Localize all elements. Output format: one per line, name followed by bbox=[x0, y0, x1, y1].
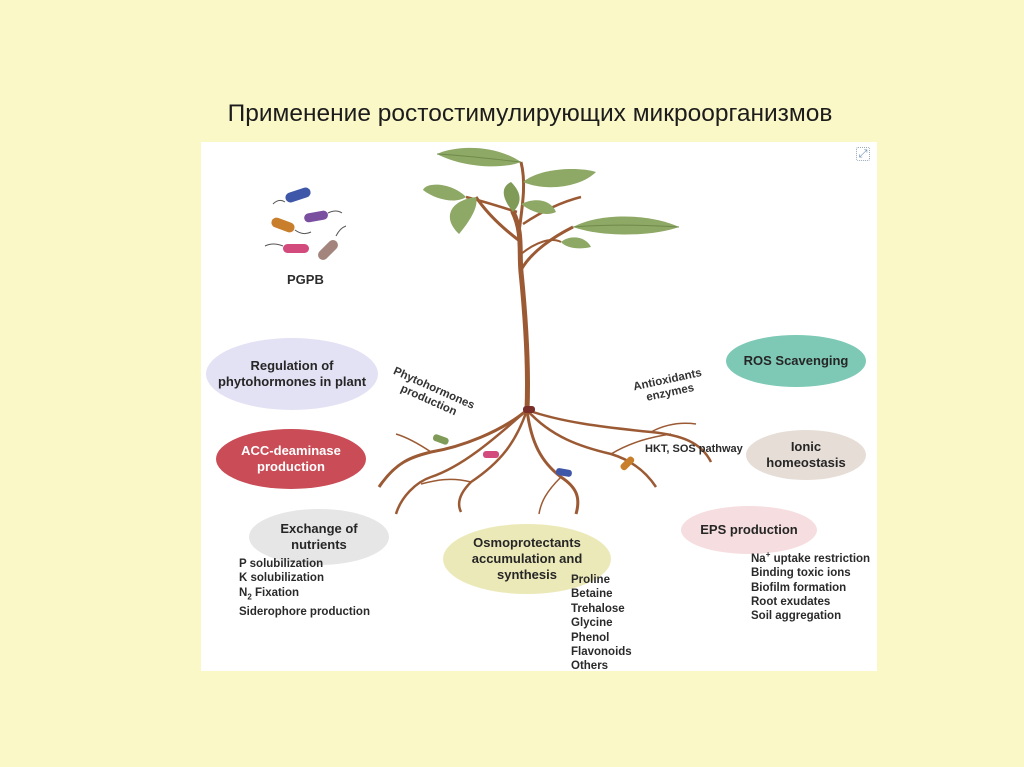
exchange-line2: nutrients bbox=[291, 537, 347, 552]
osmo-item: Flavonoids bbox=[571, 646, 632, 659]
hkt-sos-pathway-label: HKT, SOS pathway bbox=[645, 443, 743, 455]
ros-line1: ROS Scavenging bbox=[743, 353, 849, 368]
osmo-item: Proline bbox=[571, 574, 610, 586]
osmo-item: Trehalose bbox=[571, 602, 625, 615]
eps-item: Root exudates bbox=[751, 596, 831, 609]
bacteria-icon bbox=[264, 187, 347, 260]
ionic-homeostasis-oval: Ionic homeostasis bbox=[746, 430, 866, 480]
sodium-restriction-text: uptake restriction bbox=[770, 552, 871, 565]
regulation-line1: Regulation of bbox=[250, 358, 334, 373]
bacterium-pink bbox=[264, 243, 309, 253]
expand-icon[interactable]: ⤢ bbox=[856, 147, 870, 161]
osmoprotectants-list: Proline Betaine Trehalose Glycine Phenol… bbox=[571, 573, 632, 671]
bacterium-brown bbox=[318, 225, 347, 260]
eps-line1: EPS production bbox=[700, 522, 798, 537]
exchange-line1: Exchange of bbox=[280, 521, 358, 536]
slide-title: Применение ростостимулирующих микроорган… bbox=[227, 100, 833, 127]
bacterium-orange bbox=[271, 217, 312, 235]
nitrogen-subscript: 2 bbox=[247, 592, 252, 602]
osmo-item: Betaine bbox=[571, 588, 613, 601]
osmoprotectants-oval: Osmoprotectants accumulation and synthes… bbox=[443, 524, 611, 594]
bacterium-blue bbox=[272, 187, 311, 205]
pgpb-label: PGPB bbox=[287, 272, 324, 287]
nutrients-item: K solubilization bbox=[239, 572, 324, 585]
regulation-line2: phytohormones in plant bbox=[217, 374, 367, 389]
regulation-oval: Regulation of phytohormones in plant bbox=[206, 338, 378, 410]
plant-icon bbox=[377, 147, 713, 515]
diagram-panel: ⤢ PGPB Phytohormones production Antioxid… bbox=[201, 142, 877, 671]
bacterium-purple bbox=[304, 210, 343, 223]
eps-item: Soil aggregation bbox=[751, 610, 842, 623]
ionic-line2: homeostasis bbox=[766, 455, 846, 470]
plant-illustration bbox=[264, 147, 713, 515]
nutrients-item-n2: N2 Fixation bbox=[239, 586, 370, 605]
osmo-line2: accumulation and bbox=[471, 551, 583, 566]
sodium-symbol: Na bbox=[751, 552, 766, 565]
sodium-superscript: + bbox=[765, 550, 771, 559]
ionic-line1: Ionic bbox=[790, 439, 822, 454]
acc-line2: production bbox=[257, 459, 325, 474]
osmo-line1: Osmoprotectants bbox=[473, 535, 581, 550]
exchange-nutrients-oval: Exchange of nutrients bbox=[249, 509, 389, 565]
osmo-item: Glycine bbox=[571, 617, 613, 630]
eps-list: Na+ uptake restriction Binding toxic ion… bbox=[751, 548, 870, 624]
ros-scavenging-oval: ROS Scavenging bbox=[726, 335, 866, 387]
eps-item: Binding toxic ions bbox=[751, 567, 851, 580]
eps-item-na: Na+ uptake restriction bbox=[751, 548, 870, 566]
osmo-line3: synthesis bbox=[497, 567, 557, 582]
eps-item: Biofilm formation bbox=[751, 581, 847, 594]
osmo-item: Others bbox=[571, 660, 609, 671]
acc-line1: ACC-deaminase bbox=[241, 443, 341, 458]
nutrients-list: P solubilization K solubilization N2 Fix… bbox=[239, 557, 370, 619]
nitrogen-fixation-text: Fixation bbox=[254, 586, 300, 599]
acc-deaminase-oval: ACC-deaminase production bbox=[216, 429, 366, 489]
eps-production-oval: EPS production bbox=[681, 506, 817, 554]
osmo-item: Phenol bbox=[571, 631, 610, 644]
nutrients-item: P solubilization bbox=[239, 558, 324, 570]
nutrients-item: Siderophore production bbox=[239, 605, 370, 618]
nitrogen-symbol: N bbox=[239, 586, 248, 599]
